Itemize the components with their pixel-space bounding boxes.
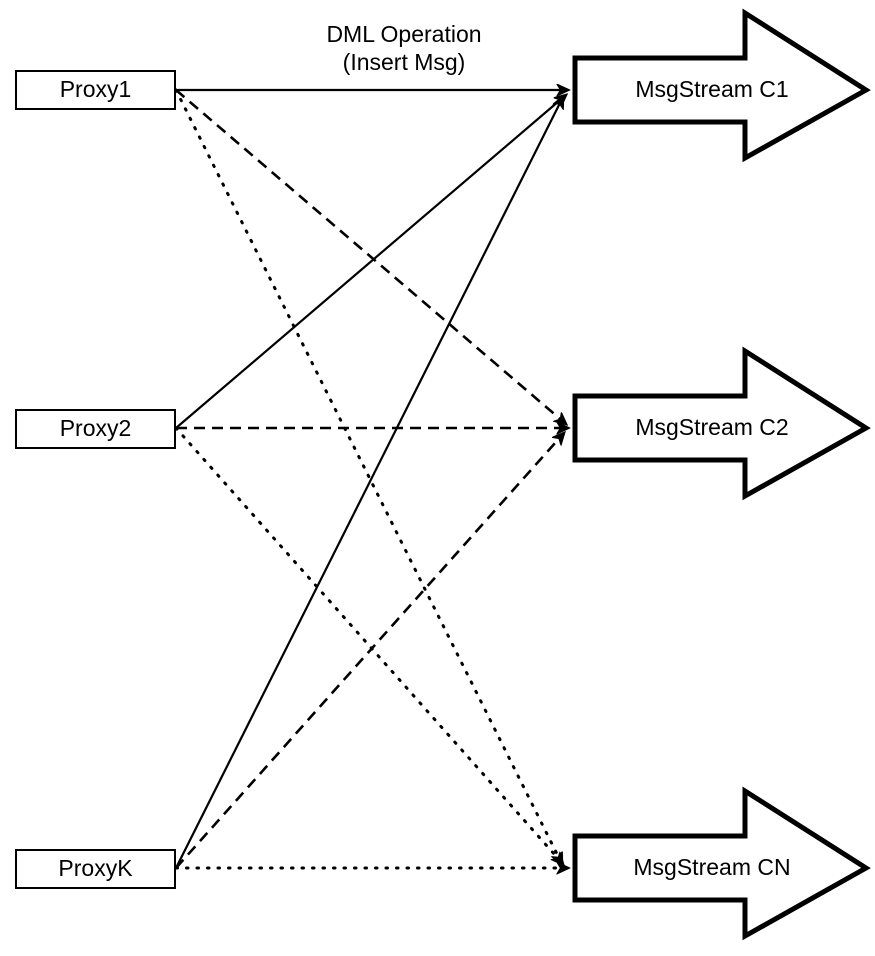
proxy-node-proxy2[interactable]: Proxy2 — [15, 409, 176, 449]
link-proxy1-to-msgstream-c2[interactable] — [175, 89, 566, 424]
msgstream-node-c1[interactable]: MsgStream C1 — [572, 8, 871, 163]
msgstream-node-cn[interactable]: MsgStream CN — [572, 786, 871, 941]
proxy2-label: Proxy2 — [60, 415, 132, 441]
proxyk-label: ProxyK — [58, 855, 133, 881]
link-proxy1-to-msgstream-cn[interactable] — [174, 88, 564, 864]
link-proxyk-to-msgstream-c1[interactable] — [175, 97, 563, 869]
msgstream-node-c2[interactable]: MsgStream C2 — [572, 346, 871, 501]
proxy-node-proxyk[interactable]: ProxyK — [15, 849, 176, 889]
link-proxy2-to-msgstream-cn[interactable] — [174, 426, 563, 864]
msgstream-cn-label: MsgStream CN — [633, 854, 790, 880]
proxy-node-proxy1[interactable]: Proxy1 — [15, 70, 176, 110]
proxy2-box[interactable] — [15, 409, 176, 449]
msgstream-c1-label: MsgStream C1 — [635, 76, 788, 102]
dml-operation-annotation: DML Operation (Insert Msg) — [326, 21, 481, 75]
proxyk-box[interactable] — [15, 849, 176, 889]
link-layer — [174, 88, 568, 869]
link-proxyk-to-msgstream-c2[interactable] — [175, 433, 564, 869]
dml-operation-line2: (Insert Msg) — [343, 49, 466, 75]
dml-operation-line1: DML Operation — [326, 21, 481, 47]
proxy1-box[interactable] — [15, 70, 176, 110]
msgstream-c2-arrow-shape[interactable] — [572, 346, 871, 501]
msgstream-c1-arrow-shape[interactable] — [572, 8, 871, 163]
proxy1-label: Proxy1 — [60, 76, 132, 102]
msgstream-c2-label: MsgStream C2 — [635, 414, 788, 440]
msgstream-cn-arrow-shape[interactable] — [572, 786, 871, 941]
link-proxy2-to-msgstream-c1[interactable] — [175, 95, 566, 429]
